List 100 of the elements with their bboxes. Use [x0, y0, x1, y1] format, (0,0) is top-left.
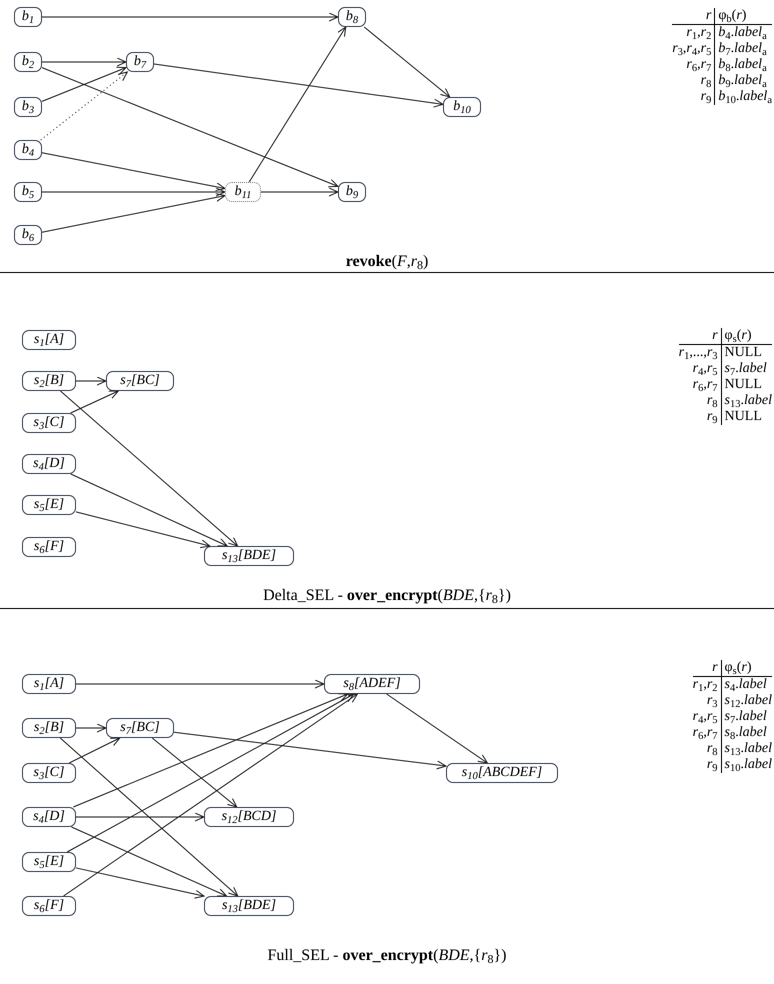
table-cell: r [692, 660, 722, 677]
arrow [70, 390, 119, 414]
table-cell-text: s$_{7}$.label [724, 709, 768, 725]
arrow [63, 694, 358, 896]
table-cell-text: s$_{7}$.label [724, 361, 768, 377]
rounded-node: s$_{6}$[F] [22, 896, 76, 916]
arrow [152, 738, 238, 808]
arrow [60, 738, 238, 896]
rounded-node: s$_{7}$[BC] [106, 371, 174, 391]
arrow [248, 26, 346, 182]
table-cell-text: s$_{13}$.label [724, 393, 772, 409]
table-cell-text: s$_{10}$.label [724, 757, 772, 773]
arrow [66, 694, 354, 852]
rounded-node: b$_{2}$ [14, 52, 42, 72]
rounded-node: b$_{9}$ [338, 182, 366, 202]
rounded-node: s$_{12}$[BCD] [204, 807, 294, 827]
rounded-node: b$_{7}$ [126, 52, 154, 72]
rounded-node: s$_{2}$[B] [22, 718, 76, 738]
table-cell-text: s$_{13}$.label [724, 741, 772, 757]
table-cell: r$_{4}$,r$_{5}$ [692, 709, 722, 725]
table-cell-text: s$_{12}$.label [724, 693, 772, 709]
figure-caption: Full_SEL - over_encrypt(BDE,{r$_{8}$}) [268, 946, 506, 968]
arrow [68, 738, 120, 764]
rounded-node: s$_{7}$[BC] [106, 718, 174, 738]
rounded-node: s$_{13}$[BDE] [204, 546, 294, 566]
rounded-node: b$_{3}$ [14, 97, 42, 117]
arrow [76, 511, 210, 548]
rounded-node: s$_{13}$[BDE] [204, 896, 294, 916]
table-cell-text: NULL [724, 345, 763, 361]
table-cell: r$_{9}$ [672, 89, 716, 105]
figure-caption: Delta_SEL - over_encrypt(BDE,{r$_{8}$}) [263, 586, 511, 608]
arrow [42, 12, 338, 22]
arrow [70, 826, 228, 896]
rounded-node: s$_{4}$[D] [22, 454, 76, 474]
table-cell-text: b$_{4}$.label$_{a}$ [717, 25, 768, 41]
arrow [42, 152, 226, 192]
rounded-node: s$_{1}$[A] [22, 674, 76, 694]
arrow [174, 732, 446, 770]
table-cell: r$_{8}$ [672, 73, 716, 89]
figure-caption: revoke(F,r$_{8}$) [346, 252, 428, 274]
arrow [72, 693, 348, 808]
table-cell: r$_{6}$,r$_{7}$ [678, 377, 722, 393]
arrow [70, 474, 228, 546]
rounded-node: s$_{8}$[ADEF] [324, 674, 420, 694]
table-cell: r$_{3}$ [692, 693, 722, 709]
rounded-node: s$_{3}$[C] [22, 413, 76, 433]
table-cell-text: b$_{9}$.label$_{a}$ [717, 73, 768, 89]
rounded-node: b$_{1}$ [14, 7, 42, 27]
table-cell: φ$_{b}$(r) [715, 8, 772, 25]
arrow [42, 58, 126, 66]
rounded-node: b$_{8}$ [338, 7, 366, 27]
rounded-node: s$_{4}$[D] [22, 807, 76, 827]
rounded-node: b$_{4}$ [14, 140, 42, 160]
arrow [76, 680, 324, 688]
arrow [364, 26, 450, 98]
table-cell: r$_{9}$ [692, 757, 722, 773]
table-cell: r$_{8}$ [692, 741, 722, 757]
table-cell: r [672, 8, 716, 25]
rounded-node: b$_{5}$ [14, 182, 42, 202]
table-cell: φ$_{s}$(r) [722, 328, 772, 345]
table-cell: r$_{6}$,r$_{7}$ [692, 725, 722, 741]
arrow [76, 724, 106, 732]
arrow [42, 67, 338, 188]
rounded-node: s$_{3}$[C] [22, 763, 76, 783]
rounded-node: b$_{11}$ [225, 182, 261, 202]
arrow [386, 694, 488, 764]
rounded-node: s$_{2}$[B] [22, 371, 76, 391]
rounded-node: b$_{6}$ [14, 225, 42, 245]
table-cell: r$_{3}$,r$_{4}$,r$_{5}$ [672, 41, 716, 57]
arrow [42, 192, 226, 233]
table-cell: r$_{6}$,r$_{7}$ [672, 57, 716, 73]
arrow [60, 390, 238, 546]
arrow [76, 867, 204, 899]
arrow [76, 376, 106, 386]
rounded-node: s$_{5}$[E] [22, 852, 76, 872]
table-cell: r$_{1}$,r$_{2}$ [692, 677, 722, 693]
table-cell: r$_{4}$,r$_{5}$ [678, 361, 722, 377]
table-cell: r [678, 328, 722, 345]
rounded-node: s$_{10}$[ABCDEF] [446, 763, 558, 783]
arrow [154, 63, 444, 108]
table-cell-text: s$_{4}$.label [724, 677, 768, 693]
table-cell-text: b$_{10}$.label$_{a}$ [717, 89, 772, 105]
arrow [76, 812, 204, 822]
table-cell-text: NULL [724, 409, 763, 425]
table-cell: φ$_{s}$(r) [722, 660, 772, 677]
rounded-node: s$_{6}$[F] [22, 537, 76, 557]
table-cell: r$_{1}$,r$_{2}$ [672, 25, 716, 41]
arrow [42, 188, 226, 196]
dotted-arrow [40, 72, 128, 140]
arrow [42, 66, 126, 102]
table-cell-text: NULL [724, 377, 763, 393]
rounded-node: s$_{5}$[E] [22, 495, 76, 515]
table-cell: r$_{9}$ [678, 409, 722, 425]
table-cell-text: s$_{8}$.label [724, 725, 768, 741]
table-cell-text: b$_{7}$.label$_{a}$ [717, 41, 768, 57]
rounded-node: s$_{1}$[A] [22, 330, 76, 350]
rounded-node: b$_{10}$ [443, 97, 481, 117]
table-cell: r$_{8}$ [678, 393, 722, 409]
table-cell-text: b$_{8}$.label$_{a}$ [717, 57, 768, 73]
arrow [260, 188, 338, 196]
